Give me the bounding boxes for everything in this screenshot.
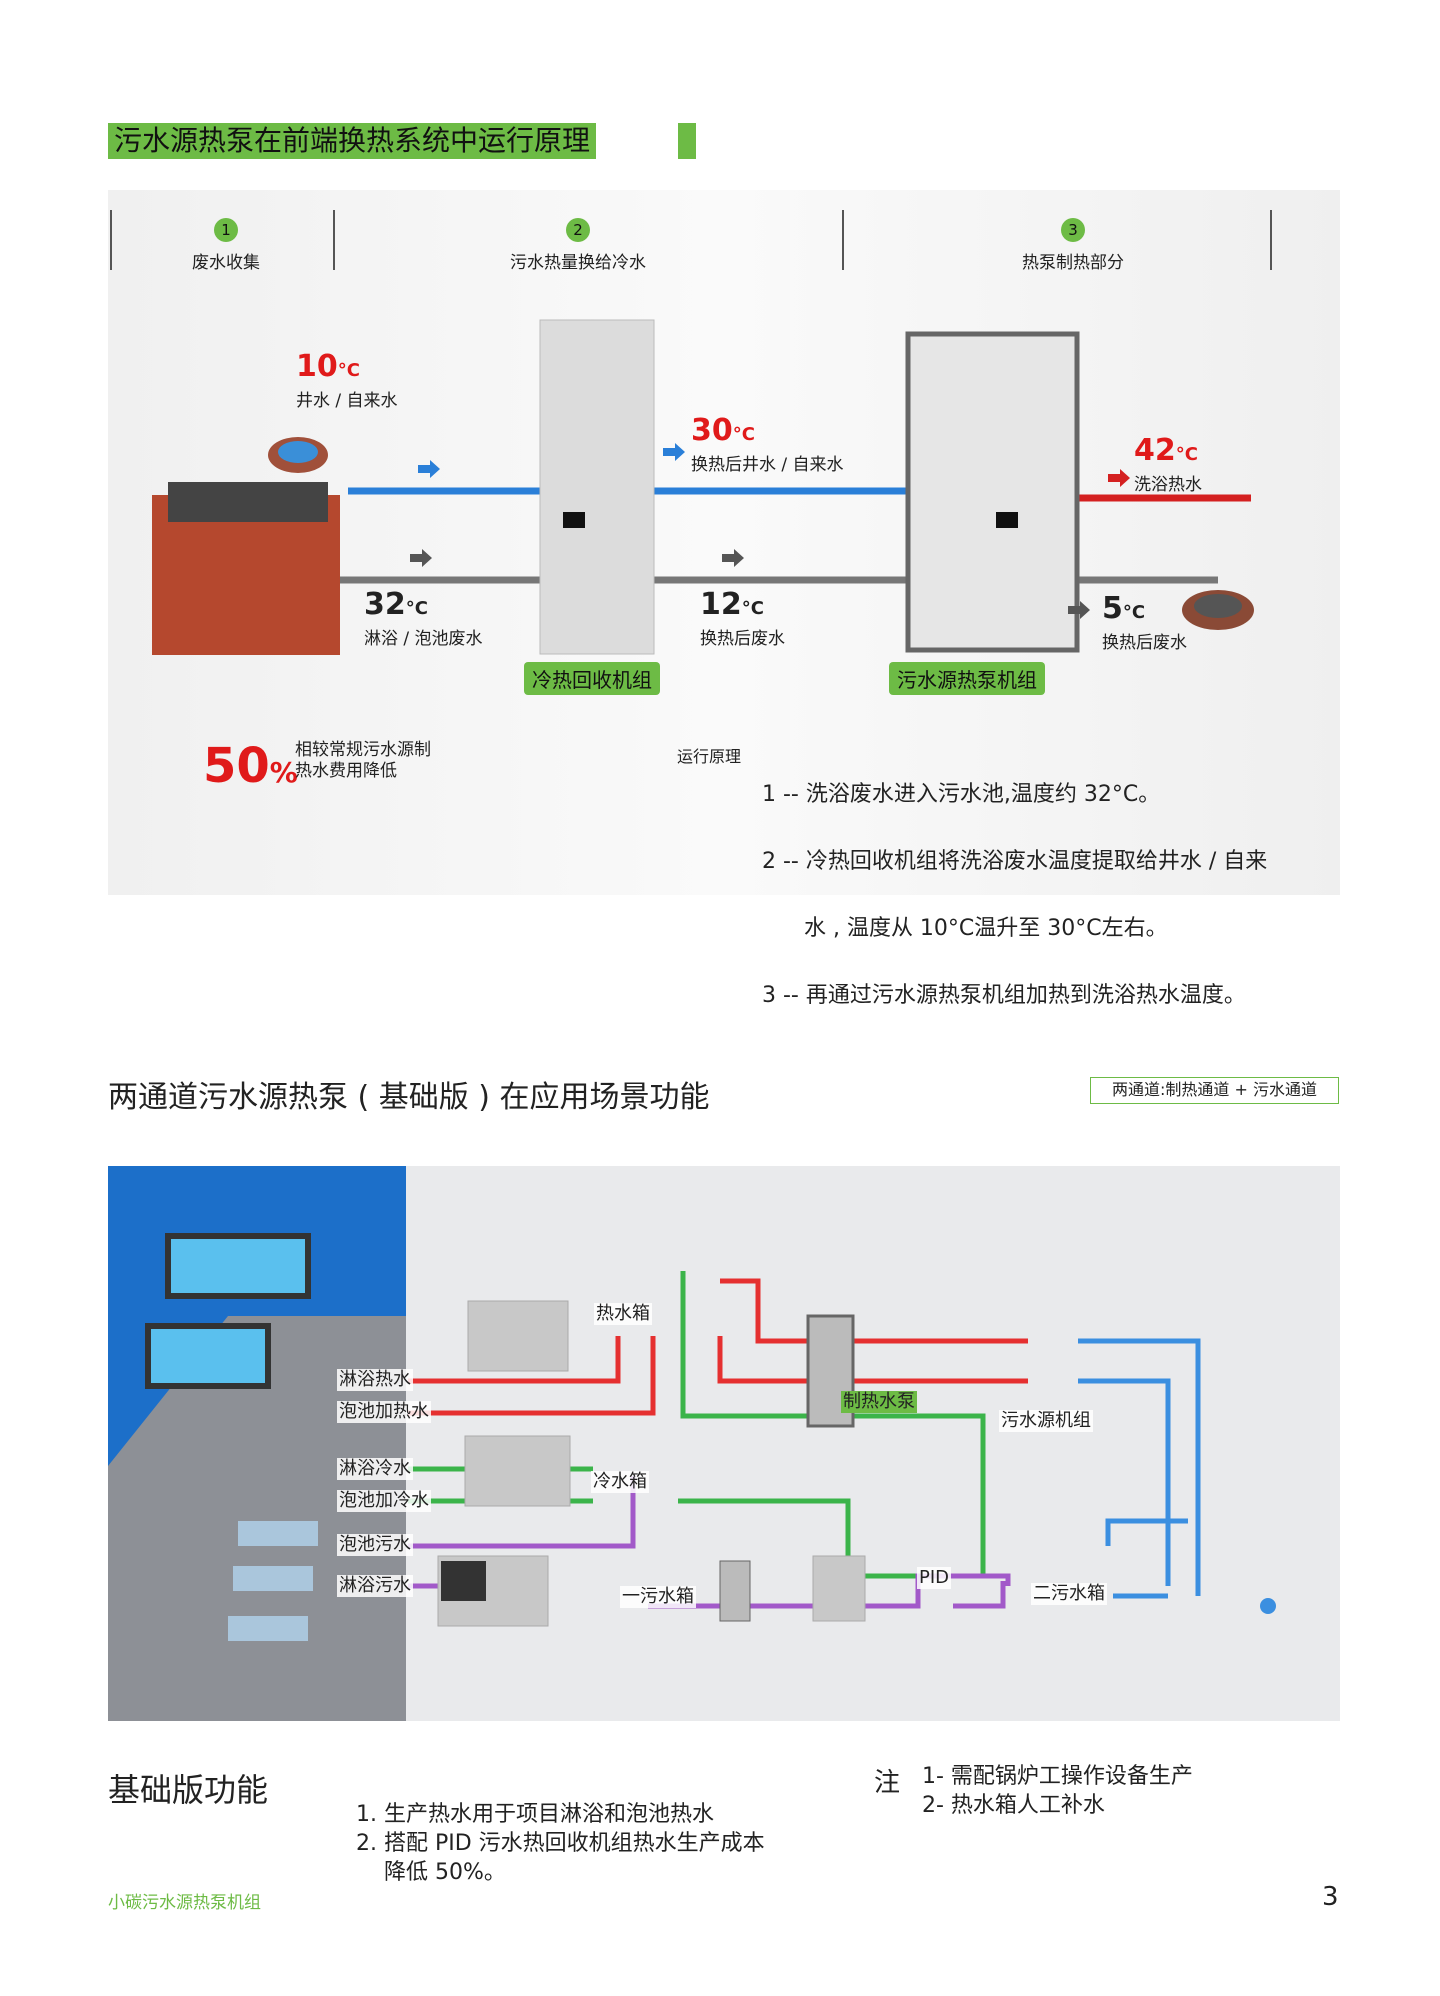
note-label: 注	[874, 1768, 901, 1798]
heat-pump-unit	[905, 331, 1080, 653]
heat-pump-unit-label: 污水源热泵机组	[889, 662, 1045, 695]
page-number: 3	[1322, 1882, 1339, 1912]
step-label: 废水收集	[192, 253, 260, 273]
label-shower-waste: 淋浴污水	[337, 1575, 413, 1597]
label-pid: PID	[917, 1567, 952, 1589]
label-pool-cold: 泡池加冷水	[337, 1490, 431, 1512]
divider	[110, 210, 112, 270]
label-waste-tank-2: 二污水箱	[1031, 1583, 1107, 1605]
pool	[165, 1233, 311, 1299]
label-cold-tank: 冷水箱	[591, 1471, 649, 1493]
saving-text: 相较常规污水源制热水费用降低	[295, 740, 431, 781]
step-number: 3	[1061, 218, 1085, 242]
footer-brand: 小碳污水源热泵机组	[108, 1893, 261, 1913]
hot-water-tank	[467, 1300, 569, 1372]
section2-title: 两通道污水源热泵 ( 基础版 ) 在应用场景功能	[108, 1080, 710, 1115]
label-waste-tank-1: 一污水箱	[620, 1586, 696, 1608]
title-accent	[678, 123, 696, 159]
step-number: 1	[214, 218, 238, 242]
label-hot-tank: 热水箱	[594, 1303, 652, 1325]
divider	[842, 210, 844, 270]
channel-badge: 两通道:制热通道 + 污水通道	[1090, 1077, 1339, 1104]
label-source-unit: 污水源机组	[999, 1410, 1093, 1432]
heat-exchange-illustration	[152, 319, 1254, 655]
label-pool-hot: 泡池加热水	[337, 1401, 431, 1423]
basic-title: 基础版功能	[108, 1771, 269, 1809]
pipe-diagram	[108, 1166, 1276, 1721]
label-heat-pump: 制热水泵	[841, 1391, 917, 1413]
label-pool-waste: 泡池污水	[337, 1534, 413, 1556]
section-title: 污水源热泵在前端换热系统中运行原理	[108, 123, 597, 159]
principle-label: 运行原理	[677, 747, 742, 766]
waste-tank-2	[812, 1555, 866, 1622]
saving-percent: 50%	[203, 738, 298, 794]
label-shower-hot: 淋浴热水	[337, 1369, 413, 1391]
pid-unit	[719, 1560, 751, 1622]
recovery-unit	[539, 319, 655, 655]
step-label: 热泵制热部分	[1022, 253, 1124, 273]
cold-water-tank	[464, 1435, 571, 1507]
drain-icon	[1260, 1598, 1276, 1614]
step-number: 2	[566, 218, 590, 242]
divider	[1270, 210, 1272, 270]
step-label: 污水热量换给冷水	[510, 253, 646, 273]
recovery-unit-label: 冷热回收机组	[524, 662, 660, 695]
pool	[145, 1323, 271, 1389]
bench	[228, 1616, 308, 1641]
principle-steps: 1 -- 洗浴废水进入污水池,温度约 32°C。 2 -- 冷热回收机组将洗浴废…	[762, 782, 1268, 1008]
divider	[333, 210, 335, 270]
label-shower-cold: 淋浴冷水	[337, 1458, 413, 1480]
